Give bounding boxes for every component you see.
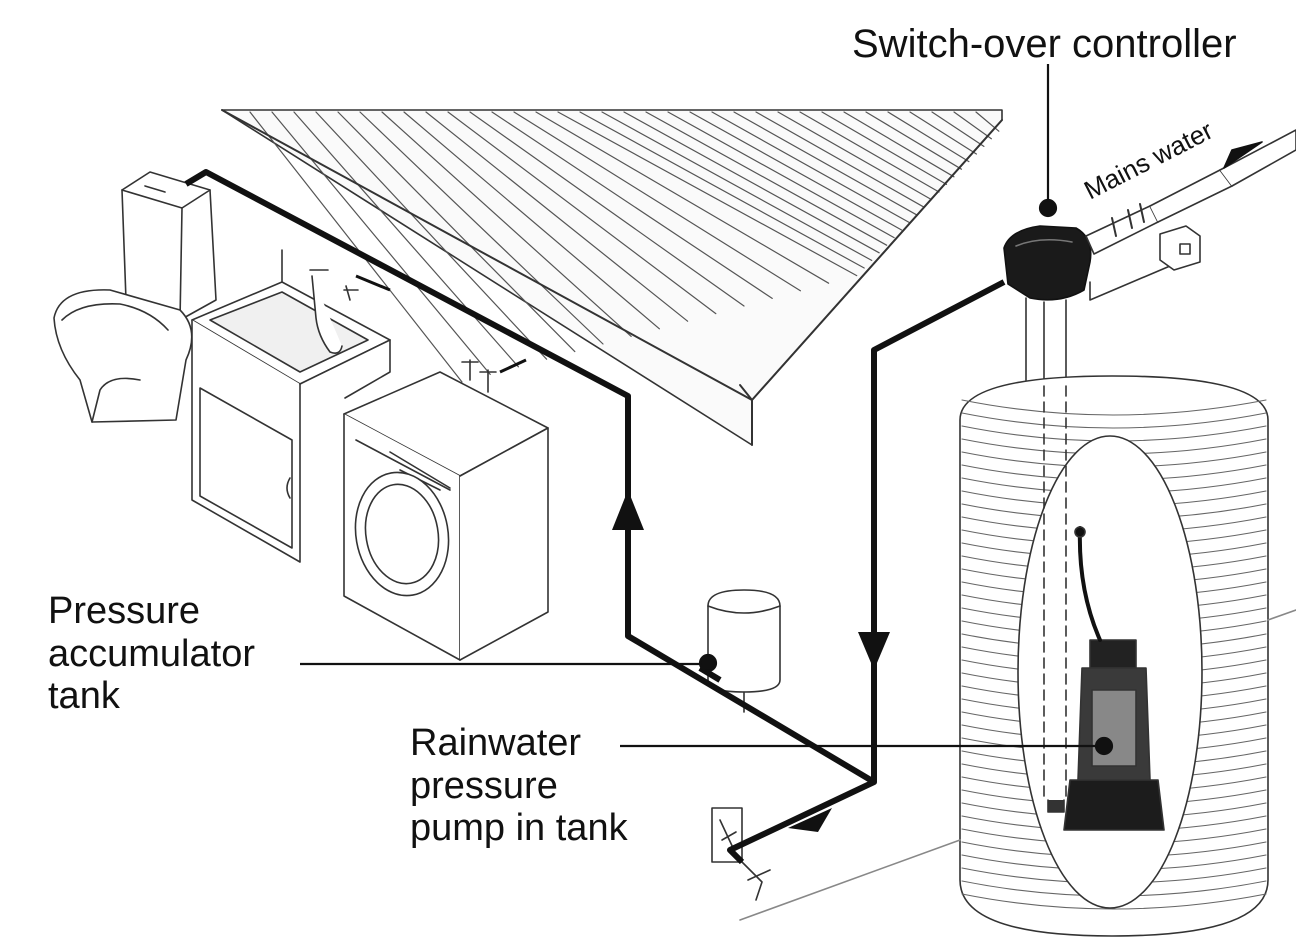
accumulator-label-line: accumulator <box>48 633 255 676</box>
flow-arrow-down-icon <box>858 632 890 670</box>
accumulator-label-line: tank <box>48 675 255 718</box>
switch-over-controller-label: Switch-over controller <box>852 22 1237 67</box>
pump-label-line: Rainwater <box>410 722 628 765</box>
rainwater-pump-label: Rainwater pressure pump in tank <box>410 722 628 850</box>
garden-tap <box>712 808 770 900</box>
pump-label-line: pressure <box>410 765 628 808</box>
pressure-accumulator-tank <box>708 590 780 712</box>
washing-machine <box>344 360 548 660</box>
pressure-accumulator-tank-label: Pressure accumulator tank <box>48 590 255 718</box>
pump-label-line: pump in tank <box>410 807 628 850</box>
accumulator-label-line: Pressure <box>48 590 255 633</box>
flow-arrow-up-icon <box>612 490 644 530</box>
